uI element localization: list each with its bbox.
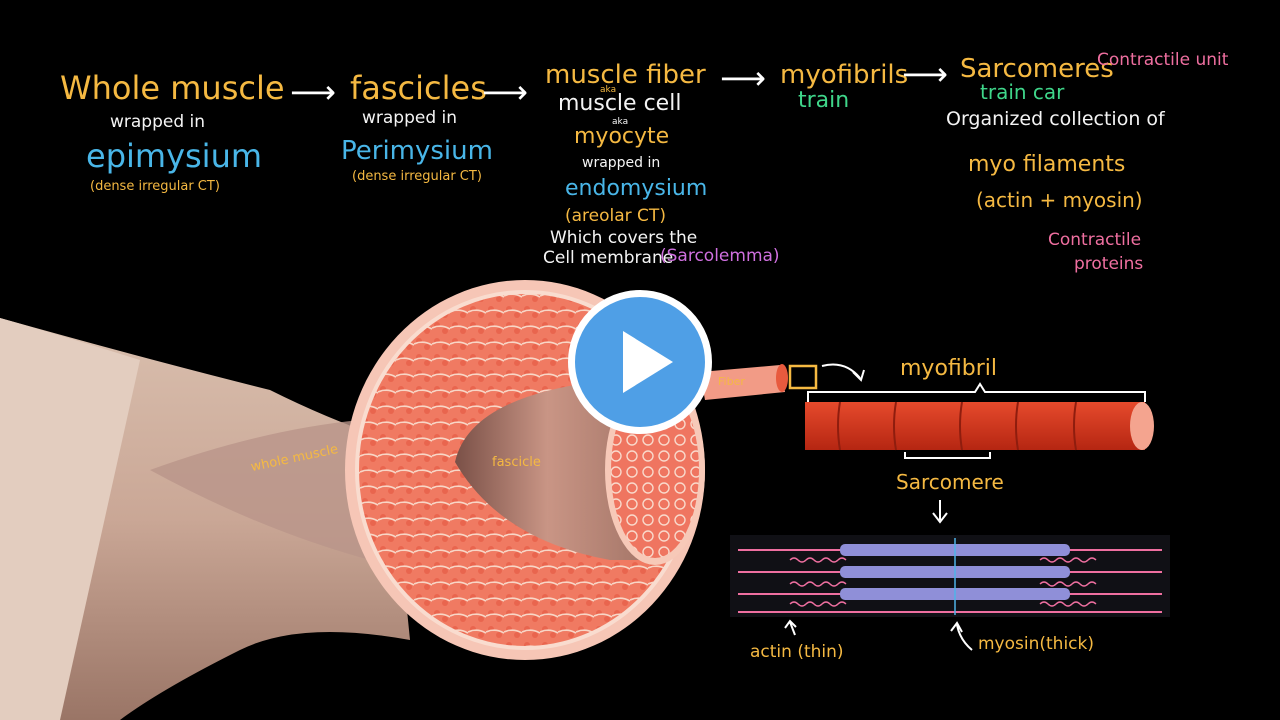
right-arrow-icon: ⟶ [482,73,528,111]
aka-label: aka [600,85,617,95]
contractile-label: Contractile [1048,230,1142,250]
right-arrow-icon: ⟶ [720,59,766,97]
train-car-note: train car [980,80,1065,104]
fascicles-heading: fascicles [350,69,487,107]
myocyte-label: myocyte [574,124,670,149]
right-arrow-icon: ⟶ [290,73,336,111]
fascicles-wrapped-label: wrapped in [362,108,458,128]
muscle-cell-label: muscle cell [558,91,682,116]
perimysium-ct-label: (dense irregular CT) [352,169,482,184]
proteins-label: proteins [1074,254,1144,274]
myosin-diagram-label: myosin(thick) [978,634,1094,654]
contractile-unit-note: Contractile unit [1097,50,1229,70]
fiber-zoom-box [788,364,818,390]
myofibril-cylinder [805,402,1145,450]
whole-wrapped-label: wrapped in [110,112,206,132]
epimysium-ct-label: (dense irregular CT) [90,179,220,194]
fiber-shape [700,365,785,400]
perimysium-label: Perimysium [341,136,493,166]
train-note: train [798,88,850,113]
myofilaments-label: myo filaments [968,152,1126,177]
sarcomere-bracket [904,452,991,459]
myofibrils-heading: myofibrils [780,60,909,90]
endomysium-label: endomysium [565,176,708,201]
fascicle-shape [455,375,640,560]
whole-muscle-heading: Whole muscle [60,69,285,107]
aka-label-2: aka [612,117,629,127]
cell-membrane-label: Cell membrane [543,248,674,268]
endomysium-ct-label: (areolar CT) [565,206,666,226]
fascicle-diagram-label: fascicle [492,455,541,470]
sarcomere-diagram-label: Sarcomere [896,470,1004,494]
myofibril-diagram-label: myofibril [900,356,998,381]
actin-diagram-label: actin (thin) [750,642,844,662]
organized-collection-label: Organized collection of [946,108,1165,130]
myofibril-bracket [807,382,1146,402]
epimysium-label: epimysium [86,137,263,175]
fiber-diagram-label: Fiber [718,375,745,388]
sarcomeres-heading: Sarcomeres [960,54,1114,84]
sarcolemma-label: (Sarcolemma) [660,246,780,266]
muscle-fiber-heading: muscle fiber [545,60,706,90]
actin-myosin-label: (actin + myosin) [976,188,1143,212]
play-button[interactable] [568,290,712,434]
fiber-wrapped-label: wrapped in [582,155,661,171]
right-arrow-icon: ⟶ [902,55,948,93]
covers-label: Which covers the [550,228,698,248]
play-icon [623,331,673,393]
